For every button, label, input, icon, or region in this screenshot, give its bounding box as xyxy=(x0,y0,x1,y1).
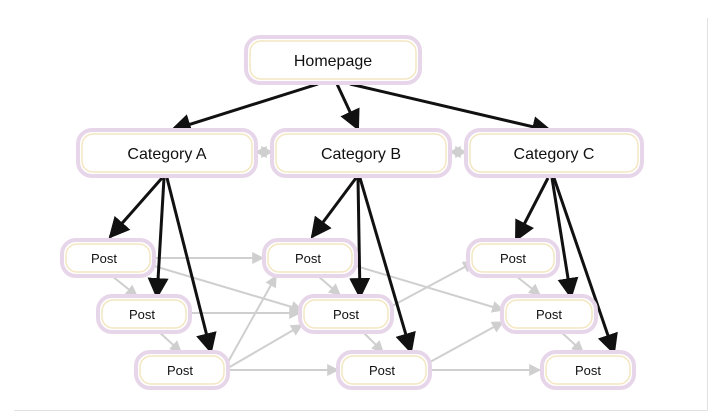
post-a2-node: Post xyxy=(96,294,192,334)
post-b3-label: Post xyxy=(369,363,395,378)
category-a-node: Category A xyxy=(76,128,258,178)
arrow-home-cat-c xyxy=(349,82,554,137)
post-b2-label: Post xyxy=(333,307,359,322)
panel-border xyxy=(14,18,708,411)
post-c2-node: Post xyxy=(500,294,598,334)
arrow-home-cat-a xyxy=(169,82,319,135)
link-a3-b2 xyxy=(227,324,304,369)
post-a1-node: Post xyxy=(60,238,156,278)
arrow-cat-c-c2 xyxy=(550,177,579,300)
arrow-cat-a-a1 xyxy=(108,177,164,239)
arrow-cat-b-b3 xyxy=(358,177,416,355)
category-c-node: Category C xyxy=(464,128,644,178)
arrow-home-cat-b xyxy=(335,83,360,131)
link-b1-b2 xyxy=(317,275,341,296)
post-c1-node: Post xyxy=(466,238,560,278)
homepage-label: Homepage xyxy=(294,53,372,70)
category-b-label: Category B xyxy=(321,146,401,163)
post-a2-label: Post xyxy=(129,307,155,322)
arrow-cat-a-a2 xyxy=(147,177,169,300)
post-a3-label: Post xyxy=(167,363,193,378)
post-b2-node: Post xyxy=(298,294,394,334)
post-c1-label: Post xyxy=(500,251,526,266)
link-a1-b2 xyxy=(153,265,304,313)
post-b1-label: Post xyxy=(295,251,321,266)
post-a3-node: Post xyxy=(134,350,230,390)
cross-links xyxy=(111,146,584,376)
post-a1-label: Post xyxy=(91,251,117,266)
post-b1-node: Post xyxy=(262,238,358,278)
arrow-cat-c-c3 xyxy=(552,177,618,355)
link-b3-c2 xyxy=(429,321,505,363)
arrow-cat-a-a3 xyxy=(165,177,217,355)
post-c3-node: Post xyxy=(540,350,636,390)
post-b3-node: Post xyxy=(336,350,432,390)
link-a2-a3 xyxy=(157,330,182,353)
link-c1-c2 xyxy=(515,275,541,296)
link-a3-b1 xyxy=(227,274,277,363)
hierarchy-arrows xyxy=(108,82,618,355)
category-a-label: Category A xyxy=(127,146,206,163)
arrow-cat-c-c1 xyxy=(514,177,550,242)
link-b1-c2 xyxy=(355,265,505,313)
homepage-node: Homepage xyxy=(244,35,422,85)
link-c2-c3 xyxy=(559,330,584,353)
category-c-label: Category C xyxy=(514,146,595,163)
link-b2-c1 xyxy=(391,261,476,307)
link-b2-b3 xyxy=(361,330,384,353)
arrow-cat-b-b2 xyxy=(349,177,371,300)
post-c3-label: Post xyxy=(575,363,601,378)
link-a1-a2 xyxy=(111,275,138,297)
arrow-cat-b-b1 xyxy=(310,177,358,239)
post-c2-label: Post xyxy=(536,307,562,322)
category-b-node: Category B xyxy=(270,128,452,178)
